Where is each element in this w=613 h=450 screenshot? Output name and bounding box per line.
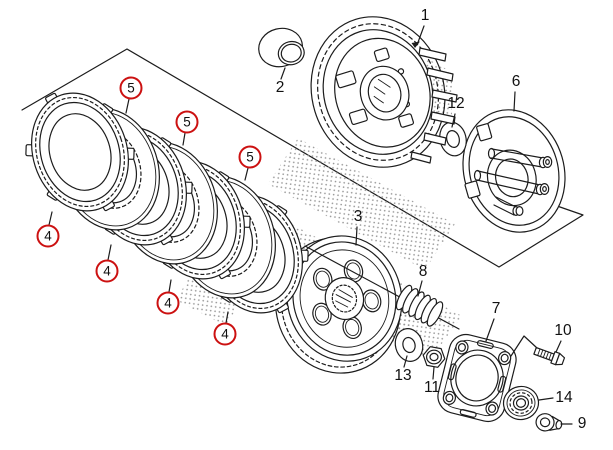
circled-callout-4: 4 bbox=[36, 224, 60, 248]
part-label-10: 10 bbox=[554, 322, 572, 339]
circled-callout-4: 4 bbox=[95, 259, 119, 283]
washer-part13 bbox=[394, 328, 424, 362]
nut-part11 bbox=[422, 346, 446, 368]
spring-part8 bbox=[395, 284, 444, 327]
circled-callout-4: 4 bbox=[213, 322, 237, 346]
bushing-part2 bbox=[258, 27, 305, 68]
primary-gear-part3 bbox=[274, 235, 403, 374]
part-label-14: 14 bbox=[555, 389, 573, 406]
pin-part9 bbox=[535, 413, 563, 432]
bearing-part14 bbox=[502, 385, 540, 421]
circled-callout-5: 5 bbox=[175, 110, 199, 134]
part-label-2: 2 bbox=[275, 79, 285, 96]
circled-callout-5: 5 bbox=[238, 145, 262, 169]
part-label-12: 12 bbox=[447, 95, 465, 112]
part-label-9: 9 bbox=[577, 415, 587, 432]
bolt-part10 bbox=[533, 346, 566, 366]
lifter-plate-part7 bbox=[437, 333, 517, 423]
pressure-plate-posts bbox=[473, 147, 553, 217]
basket-fingers bbox=[410, 47, 458, 164]
clutch-basket-part1 bbox=[310, 16, 458, 168]
part-label-13: 13 bbox=[394, 367, 412, 384]
frame-border-lines bbox=[21, 48, 584, 268]
part-label-6: 6 bbox=[511, 73, 521, 90]
part-label-1: 1 bbox=[420, 7, 430, 24]
leader-lines bbox=[48, 25, 573, 425]
part-label-3: 3 bbox=[353, 208, 363, 225]
circled-callout-4: 4 bbox=[156, 291, 180, 315]
part-label-7: 7 bbox=[491, 300, 501, 317]
pressure-plate-part6 bbox=[462, 109, 566, 233]
circled-callout-5: 5 bbox=[119, 76, 143, 100]
part-label-8: 8 bbox=[418, 263, 428, 280]
part-label-11: 11 bbox=[423, 379, 441, 396]
